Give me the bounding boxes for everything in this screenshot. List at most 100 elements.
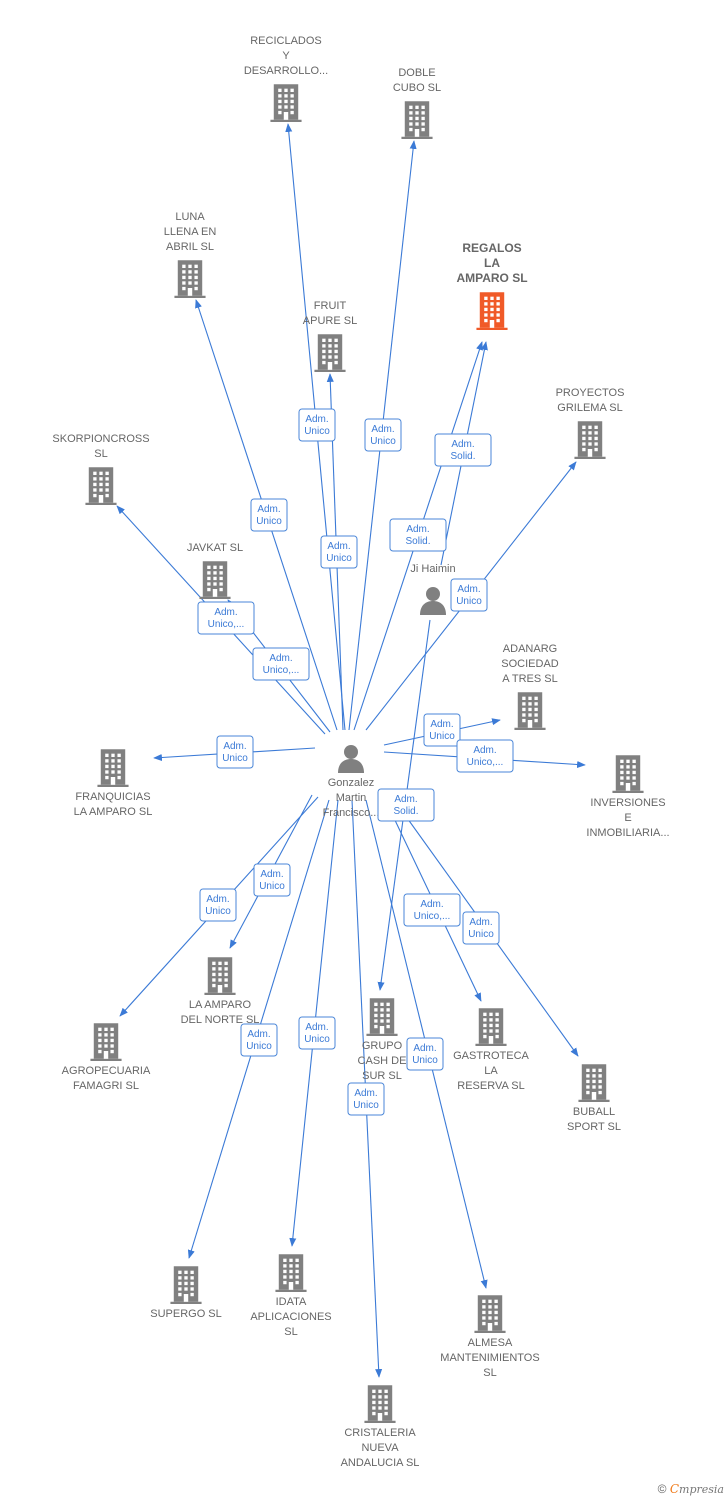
company-node-supergo[interactable]: SUPERGO SL [150,1266,222,1320]
relation-label-gonzalez-to-franquicias[interactable]: Adm.Unico [216,735,254,769]
node-label-line: E [624,812,631,824]
node-label-line: FAMAGRI SL [73,1080,139,1092]
relation-label-gonzalez-to-almesa[interactable]: Adm.Unico [406,1037,444,1071]
copyright-symbol: © [657,1482,667,1496]
relation-labels-layer: Adm.UnicoAdm.UnicoAdm.UnicoAdm.UnicoAdm.… [197,408,514,1116]
svg-text:JAVKAT SL: JAVKAT SL [187,542,243,554]
svg-text:Adm.Solid.: Adm.Solid. [393,794,418,817]
node-label-line: MANTENIMIENTOS [440,1352,539,1364]
svg-text:Adm.Unico: Adm.Unico [246,1029,272,1052]
building-icon [199,561,231,599]
building-icon [574,421,606,459]
relation-label-line: Unico [468,929,494,940]
node-label-line: CUBO SL [393,82,441,94]
relation-label-gonzalez-to-regalos[interactable]: Adm.Solid. [389,518,447,552]
node-label-line: Francisco... [323,807,380,819]
relation-label-gonzalez-to-idata[interactable]: Adm.Unico [298,1016,336,1050]
company-node-javkat[interactable]: JAVKAT SL [187,542,243,599]
relation-label-line: Adm. [430,719,453,730]
node-label-line: Gonzalez [328,777,374,789]
company-node-doble[interactable]: DOBLE CUBO SL [393,67,441,139]
relation-label-gonzalez-to-proyectos[interactable]: Adm.Unico [450,578,488,612]
node-label-line: GRUPO [362,1040,403,1052]
node-label-line: SUPERGO SL [150,1308,222,1320]
relation-label-line: Adm. [214,607,237,618]
relation-label-line: Adm. [206,894,229,905]
relation-label-gonzalez-to-javkat[interactable]: Adm.Unico,... [252,647,310,681]
relation-label-gonzalez-to-supergo[interactable]: Adm.Unico [240,1023,278,1057]
node-label-line: SL [284,1326,297,1338]
node-label-line: INVERSIONES [590,797,665,809]
svg-text:Adm.Unico: Adm.Unico [456,584,482,607]
relation-label-line: Adm. [257,504,280,515]
person-icon [338,745,364,773]
relation-label-line: Unico,... [414,911,451,922]
relation-label-line: Adm. [473,745,496,756]
relation-label-gonzalez-to-buball[interactable]: Adm.Unico [462,911,500,945]
relation-label-line: Adm. [451,439,474,450]
svg-text:Adm.Unico: Adm.Unico [326,541,352,564]
relation-label-gonzalez-to-inversiones[interactable]: Adm.Unico,... [456,739,514,773]
svg-text:Adm.Unico,...: Adm.Unico,... [263,653,300,676]
node-label-line: APURE SL [303,315,357,327]
person-node-haimin[interactable]: Ji Haimin [410,563,456,615]
relation-label-line: Adm. [354,1088,377,1099]
relation-label-gonzalez-to-doble[interactable]: Adm.Unico [364,418,402,452]
relation-label-gonzalez-to-cristaleria[interactable]: Adm.Unico [347,1082,385,1116]
svg-text:Adm.Unico: Adm.Unico [259,869,285,892]
relation-label-gonzalez-to-agropecuaria[interactable]: Adm.Unico [199,888,237,922]
svg-text:Adm.Unico: Adm.Unico [370,424,396,447]
relation-label-line: Unico [370,436,396,447]
building-icon [401,101,433,139]
relation-label-line: Unico [246,1041,272,1052]
footer-brand: © Cmpresia [658,1482,724,1496]
company-node-fruit[interactable]: FRUIT APURE SL [303,300,357,372]
node-label-line: LLENA EN [164,226,217,238]
relation-label-gonzalez-to-reciclados[interactable]: Adm.Unico [250,498,288,532]
relation-label-line: Adm. [260,869,283,880]
relation-label-line: Unico [256,516,282,527]
building-icon [314,334,346,372]
relation-label-gonzalez-to-laamparo[interactable]: Adm.Unico [253,863,291,897]
svg-text:Adm.Unico: Adm.Unico [468,917,494,940]
node-label-line: Martin [336,792,367,804]
relation-label-haimin-to-grupo[interactable]: Adm.Solid. [377,788,435,822]
relation-label-gonzalez-to-gastroteca[interactable]: Adm.Unico,... [403,893,461,927]
node-label-line: DOBLE [398,67,435,79]
relation-label-gonzalez-to-adanarg[interactable]: Adm.Unico [423,713,461,747]
node-label-line: JAVKAT SL [187,542,243,554]
person-icon [420,587,446,615]
relation-label-line: Adm. [305,414,328,425]
relation-label-gonzalez-to-luna[interactable]: Adm.Unico [298,408,336,442]
relation-label-gonzalez-to-fruit[interactable]: Adm.Unico [320,535,358,569]
svg-text:Adm.Unico: Adm.Unico [429,719,455,742]
relation-label-haimin-to-regalos[interactable]: Adm.Solid. [434,433,492,467]
relation-label-line: Adm. [457,584,480,595]
node-label-line: A TRES SL [502,673,557,685]
node-label-line: FRUIT [314,300,347,312]
relation-label-gonzalez-to-skorpion[interactable]: Adm.Unico,... [197,601,255,635]
svg-text:Adm.Unico,...: Adm.Unico,... [208,607,245,630]
